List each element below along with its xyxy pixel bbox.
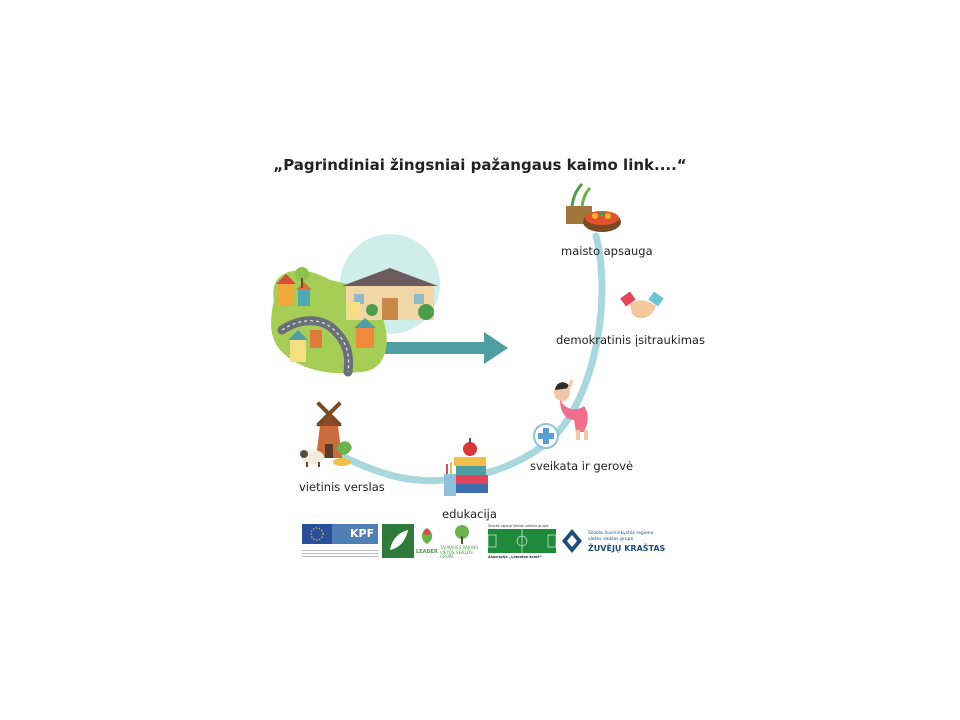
lamatos-bottom: Asociacija „Lamatos žemė“	[488, 555, 542, 559]
tree-icon	[455, 525, 469, 544]
step-label-food-security: maisto apsauga	[561, 244, 653, 258]
step-label-education: edukacija	[442, 507, 497, 521]
eu-kpf-logo: KPF	[302, 524, 378, 560]
field-icon	[488, 529, 556, 553]
leader-leaf-icon	[421, 528, 433, 544]
diamond-emblem-icon	[562, 529, 582, 553]
taurage-line2: VIETOS VEIKLOS GRUPĖ	[440, 550, 473, 559]
leader-eu-logo	[382, 524, 414, 560]
step-label-local-business: vietinis verslas	[299, 480, 385, 494]
taurage-line1: TAURAGĖS RAJONO	[440, 545, 479, 550]
taurage-logo: TAURAGĖS RAJONO VIETOS VEIKLOS GRUPĖ	[440, 524, 484, 560]
kpf-label: KPF	[350, 527, 375, 540]
books-apple-icon	[444, 438, 488, 496]
zuveju-name: ŽUVĖJŲ KRAŠTAS	[588, 544, 666, 553]
zuveju-line2: vietos veiklos grupė	[588, 537, 634, 542]
zuveju-krastas-logo: Šilutės žuvininkystės regiono vietos vei…	[560, 524, 666, 560]
leaf-badge-icon	[382, 524, 414, 558]
lamatos-top: Šilutės rajono Vietos veiklos grupė	[488, 524, 549, 528]
direction-arrow	[385, 332, 508, 364]
windmill-farm-icon	[300, 401, 352, 467]
leader-logo: LEADER	[416, 524, 438, 560]
step-label-health-wellbeing: sveikata ir gerovė	[530, 459, 634, 473]
page-title: „Pagrindiniai žingsniai pažangaus kaimo …	[273, 156, 687, 174]
eu-flag-icon	[302, 524, 378, 544]
village-illustration	[271, 234, 440, 377]
health-exercise-icon	[533, 379, 588, 449]
lamatos-zeme-logo: Šilutės rajono Vietos veiklos grupė Asoc…	[488, 524, 556, 560]
food-basket-icon	[566, 182, 621, 232]
sponsor-logos: KPF LEADER TAURAGĖS RAJONO VIETOS VEIKLO…	[302, 524, 666, 560]
zuveju-line1: Šilutės žuvininkystės regiono	[588, 531, 654, 536]
leader-text: LEADER	[416, 549, 438, 555]
handshake-icon	[620, 291, 664, 319]
progress-path	[326, 232, 606, 485]
step-label-democratic-engagement: demokratinis įsitraukimas	[556, 333, 705, 347]
